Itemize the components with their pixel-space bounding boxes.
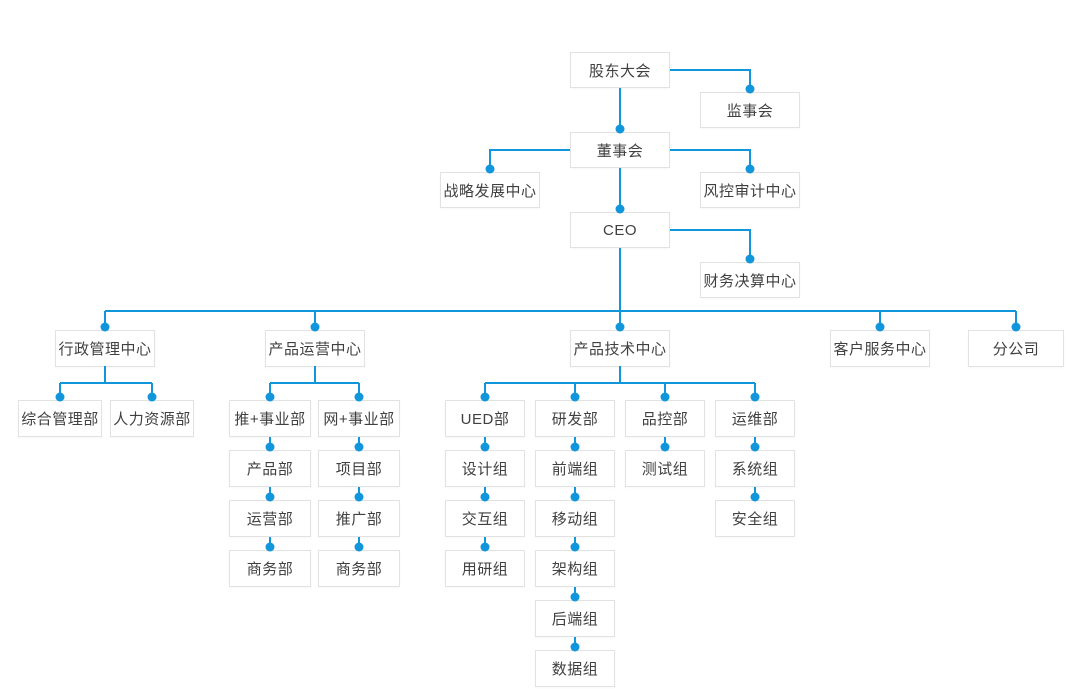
node-financial-settlement-center: 财务决算中心 xyxy=(700,262,800,298)
node-business-dept-wang: 商务部 xyxy=(318,550,400,587)
node-product-technology-center: 产品技术中心 xyxy=(570,330,670,367)
node-rnd-dept: 研发部 xyxy=(535,400,615,437)
node-system-team: 系统组 xyxy=(715,450,795,487)
node-user-research-team: 用研组 xyxy=(445,550,525,587)
node-architecture-team: 架构组 xyxy=(535,550,615,587)
node-frontend-team: 前端组 xyxy=(535,450,615,487)
node-admin-management-center: 行政管理中心 xyxy=(55,330,155,367)
node-data-team: 数据组 xyxy=(535,650,615,687)
node-hr-dept: 人力资源部 xyxy=(110,400,194,437)
node-ued-dept: UED部 xyxy=(445,400,525,437)
node-operation-dept: 运营部 xyxy=(229,500,311,537)
node-interaction-team: 交互组 xyxy=(445,500,525,537)
node-ceo: CEO xyxy=(570,212,670,248)
node-backend-team: 后端组 xyxy=(535,600,615,637)
node-business-dept-tui: 商务部 xyxy=(229,550,311,587)
node-operations-maintenance-dept: 运维部 xyxy=(715,400,795,437)
node-customer-service-center: 客户服务中心 xyxy=(830,330,930,367)
node-tui-business-division: 推+事业部 xyxy=(229,400,311,437)
node-board-of-directors: 董事会 xyxy=(570,132,670,168)
node-risk-audit-center: 风控审计中心 xyxy=(700,172,800,208)
node-design-team: 设计组 xyxy=(445,450,525,487)
node-branch-company: 分公司 xyxy=(968,330,1064,367)
node-strategy-development-center: 战略发展中心 xyxy=(440,172,540,208)
node-shareholders-meeting: 股东大会 xyxy=(570,52,670,88)
node-promotion-dept: 推广部 xyxy=(318,500,400,537)
node-security-team: 安全组 xyxy=(715,500,795,537)
node-supervisory-board: 监事会 xyxy=(700,92,800,128)
node-general-management-dept: 综合管理部 xyxy=(18,400,102,437)
node-test-team: 测试组 xyxy=(625,450,705,487)
node-product-dept: 产品部 xyxy=(229,450,311,487)
node-project-dept: 项目部 xyxy=(318,450,400,487)
node-mobile-team: 移动组 xyxy=(535,500,615,537)
node-wang-business-division: 网+事业部 xyxy=(318,400,400,437)
node-product-operations-center: 产品运营中心 xyxy=(265,330,365,367)
node-quality-control-dept: 品控部 xyxy=(625,400,705,437)
